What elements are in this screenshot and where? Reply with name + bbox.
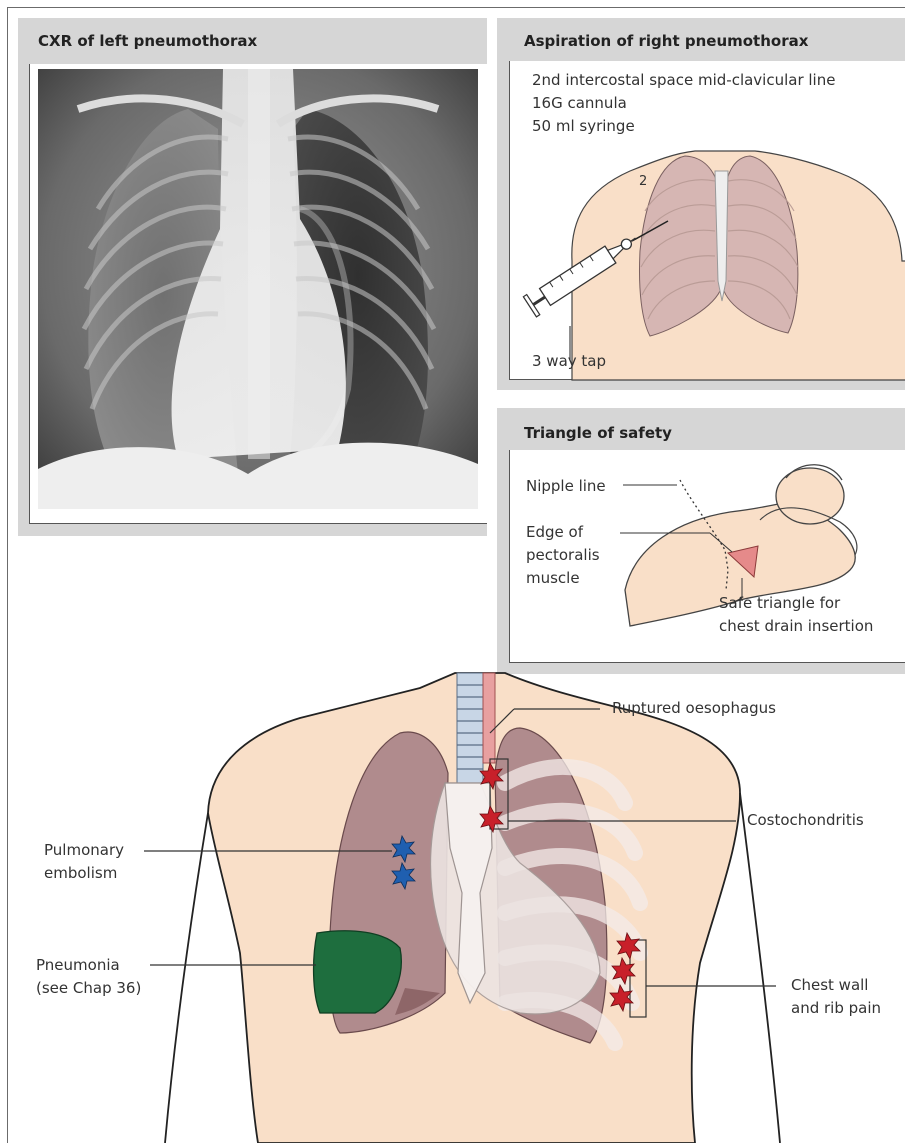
aspiration-panel: Aspiration of right pneumothorax: [497, 18, 905, 390]
nipple-line-label: Nipple line: [526, 476, 606, 497]
pe-label-2: embolism: [44, 863, 117, 884]
pectoralis-label-3: muscle: [526, 568, 580, 589]
aspiration-line-1: 2nd intercostal space mid-clavicular lin…: [532, 70, 835, 91]
safe-triangle-label-2: chest drain insertion: [719, 616, 873, 637]
pectoralis-label-1: Edge of: [526, 522, 583, 543]
aspiration-panel-title: Aspiration of right pneumothorax: [524, 32, 808, 50]
cxr-panel: CXR of left pneumothorax: [18, 18, 487, 536]
triangle-diagram-frame: Nipple line Edge of pectoralis muscle Sa…: [509, 450, 905, 663]
chest-pain-diagram: [0, 673, 905, 1143]
rib-number-label: 2: [639, 171, 647, 192]
pneumonia-label-2: (see Chap 36): [36, 978, 141, 999]
cxr-panel-title: CXR of left pneumothorax: [38, 32, 257, 50]
cxr-image-frame: [29, 64, 487, 524]
pe-label-1: Pulmonary: [44, 840, 124, 861]
pneumonia-label-1: Pneumonia: [36, 955, 120, 976]
aspiration-diagram-frame: 2nd intercostal space mid-clavicular lin…: [509, 61, 905, 380]
aspiration-line-3: 50 ml syringe: [532, 116, 635, 137]
aspiration-line-2: 16G cannula: [532, 93, 627, 114]
chest-wall-label-2: and rib pain: [791, 998, 881, 1019]
safe-triangle-label-1: Safe triangle for: [719, 593, 840, 614]
chest-wall-label-1: Chest wall: [791, 975, 868, 996]
triangle-panel-title: Triangle of safety: [524, 424, 672, 442]
chest-xray-image: [38, 69, 478, 509]
triangle-panel: Triangle of safety Nipple line Edge of p…: [497, 408, 905, 674]
three-way-tap-label: 3 way tap: [532, 351, 606, 372]
pectoralis-label-2: pectoralis: [526, 545, 600, 566]
ruptured-oesophagus-label: Ruptured oesophagus: [612, 698, 776, 719]
costochondritis-label: Costochondritis: [747, 810, 864, 831]
